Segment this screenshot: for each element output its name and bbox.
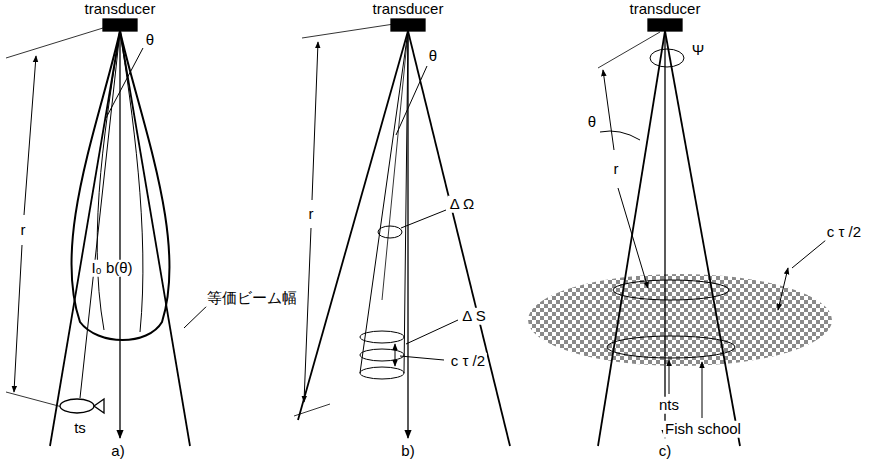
transducer-body (103, 19, 137, 31)
target-strength-label: ts (72, 420, 88, 437)
panel-label: c) (657, 443, 674, 460)
pulse-length-label: c τ /2 (449, 353, 487, 370)
transducer-label: transducer (373, 1, 444, 18)
fish-school-area (528, 274, 832, 366)
transducer-text: transducer (630, 1, 701, 18)
transducer-text: transducer (373, 1, 444, 18)
transducer-text: transducer (85, 1, 156, 18)
solid-angle-label: Δ Ω (448, 196, 477, 213)
transducer-label: transducer (630, 1, 701, 18)
transducer-body (391, 19, 425, 31)
area-label: Δ S (460, 308, 487, 325)
transducer-label: transducer (85, 1, 156, 18)
range-symbol: r (19, 222, 28, 239)
range-symbol: r (307, 206, 316, 223)
angle-symbol: θ (427, 48, 439, 65)
angle-symbol: θ (586, 114, 598, 131)
angle-symbol: θ (144, 32, 156, 49)
fish-school-label: Fish school (663, 421, 743, 438)
transducer-body (648, 19, 682, 31)
equivalent-beam-label: 等価ビーム幅 (205, 290, 299, 307)
panel-label: b) (399, 443, 416, 460)
fish-symbol (60, 399, 94, 413)
angle-symbol: Ψ (690, 42, 707, 59)
pulse-length-label: c τ /2 (825, 224, 863, 241)
range-symbol: r (612, 161, 621, 178)
nts-label: nts (657, 397, 681, 414)
panel-label: a) (109, 443, 126, 460)
beam-pattern-label: I₀ b(θ) (89, 260, 134, 277)
